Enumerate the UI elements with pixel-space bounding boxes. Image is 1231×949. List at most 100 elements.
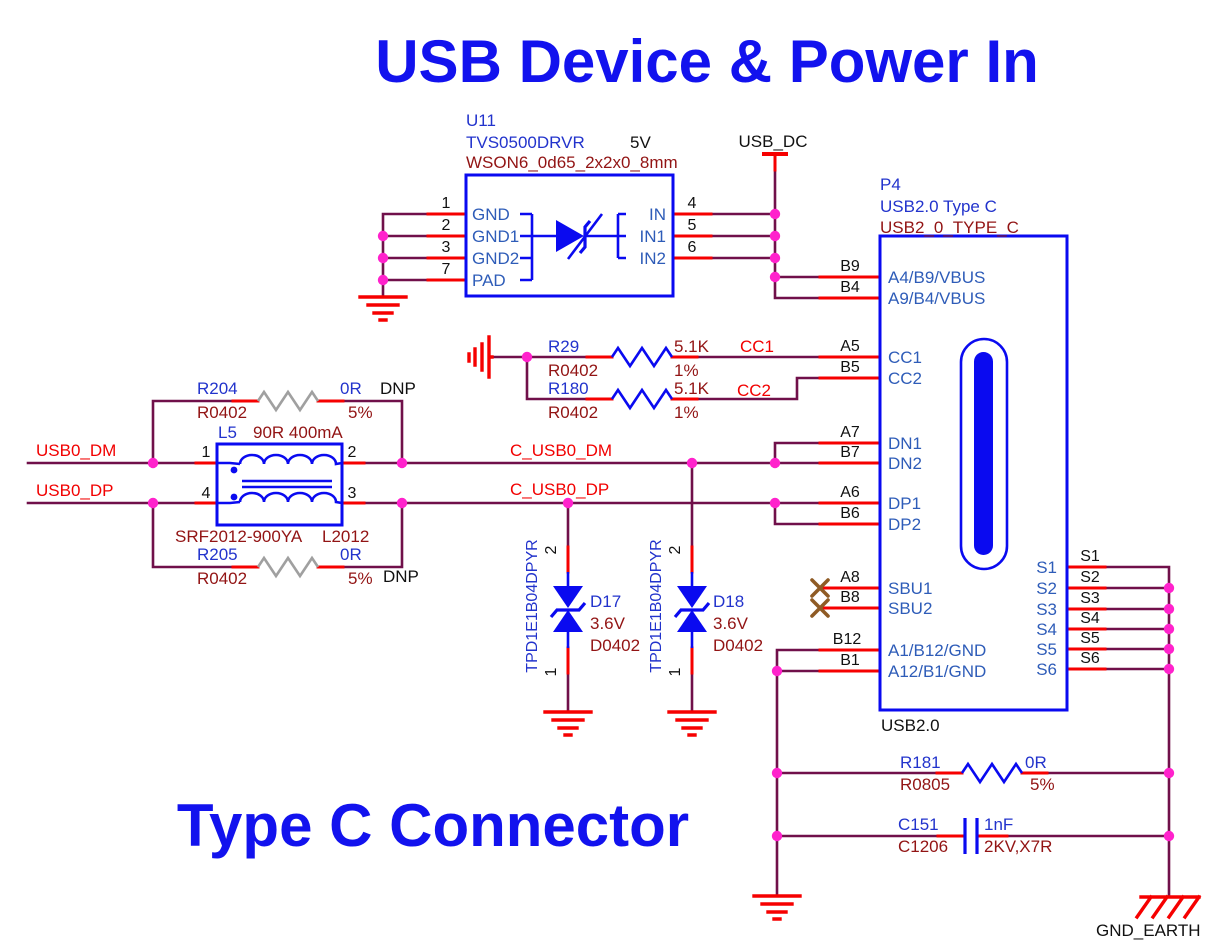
r180-resistor-icon	[610, 387, 674, 411]
p4-body[interactable]	[878, 234, 1069, 712]
net-label-c-usb0-dm[interactable]: C_USB0_DM	[510, 441, 612, 460]
net-label-usb-dc[interactable]: USB_DC	[739, 132, 808, 151]
net-label-c-usb0-dp[interactable]: C_USB0_DP	[510, 480, 609, 499]
r29-resistor-icon	[610, 345, 674, 369]
r205-component[interactable]	[256, 555, 320, 579]
wires	[26, 168, 1171, 899]
p4-pin-b12-number: B12	[833, 631, 862, 648]
p4-pin-b6-number: B6	[840, 505, 860, 522]
d17-pin2-number: 2	[543, 545, 560, 554]
p4-pin-a7-number: A7	[840, 424, 860, 441]
p4-pin-s4-number: S4	[1080, 610, 1100, 627]
u11-pin2-number: 2	[442, 217, 451, 234]
no-connect-x-a8	[810, 578, 830, 598]
r180-component[interactable]	[610, 387, 674, 411]
p4-pin-s6-name: S6	[1036, 660, 1057, 679]
r204-dnp-flag: DNP	[380, 379, 416, 398]
p4-pin-b7-number: B7	[840, 444, 860, 461]
u11-tvs-diode-icon	[520, 212, 626, 282]
r29-value: 5.1K	[674, 337, 710, 356]
d17-part: TPD1E1B04DPYR	[524, 539, 541, 672]
pin-stubs	[194, 152, 1107, 838]
d18-pin1-number: 1	[667, 667, 684, 676]
earth-ground-icon	[1134, 894, 1202, 920]
u11-pin-gnd-name: GND	[472, 205, 510, 224]
ground-icon-r29	[467, 335, 494, 379]
p4-pin-b5-number: B5	[840, 359, 860, 376]
r29-component[interactable]	[610, 345, 674, 369]
r204-component[interactable]	[256, 389, 320, 413]
r204-refdes: R204	[197, 379, 238, 398]
p4-pin-cc2-name: CC2	[888, 369, 922, 388]
c151-rating: 2KV,X7R	[984, 837, 1052, 856]
p4-pin-cc1-name: CC1	[888, 348, 922, 367]
d17-refdes: D17	[590, 592, 621, 611]
p4-pin-dn1-name: DN1	[888, 434, 922, 453]
r181-value: 0R	[1025, 753, 1047, 772]
c151-value: 1nF	[984, 815, 1013, 834]
net-label-cc1[interactable]: CC1	[740, 337, 774, 356]
net-label-usb0-dm[interactable]: USB0_DM	[36, 441, 116, 460]
p4-pin-dn2-name: DN2	[888, 454, 922, 473]
p4-pin-a8-number: A8	[840, 569, 860, 586]
l5-value: 90R 400mA	[253, 423, 343, 442]
d18-footprint: D0402	[713, 636, 763, 655]
u11-body[interactable]	[464, 173, 675, 298]
ground-symbols	[358, 295, 1202, 921]
r180-footprint: R0402	[548, 403, 598, 422]
c151-refdes: C151	[898, 815, 939, 834]
r204-value: 0R	[340, 379, 362, 398]
u11-pin4-number: 4	[688, 195, 697, 212]
r204-resistor-icon	[256, 389, 320, 413]
c151-component[interactable]	[963, 818, 979, 854]
u11-pin-in1-name: IN1	[640, 227, 666, 246]
r181-component[interactable]	[960, 761, 1024, 785]
p4-pin-b4-number: B4	[840, 279, 860, 296]
p4-pin-gnd1-name: A1/B12/GND	[888, 641, 986, 660]
l5-pin4-number: 4	[202, 485, 211, 502]
c151-footprint: C1206	[898, 837, 948, 856]
d18-part: TPD1E1B04DPYR	[648, 539, 665, 672]
usb-c-plug-icon	[959, 337, 1009, 571]
ground-icon-u11	[358, 295, 408, 322]
r204-footprint: R0402	[197, 403, 247, 422]
u11-value: 5V	[630, 133, 651, 152]
d17-value: 3.6V	[590, 614, 626, 633]
d17-pin1-number: 1	[543, 667, 560, 676]
p4-description: USB2.0 Type C	[880, 197, 997, 216]
p4-component[interactable]	[810, 234, 1069, 712]
l5-pin2-number: 2	[348, 444, 357, 461]
r181-footprint: R0805	[900, 775, 950, 794]
u11-pin1-number: 1	[442, 195, 451, 212]
net-label-gnd-earth[interactable]: GND_EARTH	[1096, 921, 1201, 940]
l5-body[interactable]	[215, 442, 344, 527]
net-label-usb0-dp[interactable]: USB0_DP	[36, 481, 113, 500]
p4-pin-s2-name: S2	[1036, 579, 1057, 598]
p4-pin-s3-name: S3	[1036, 600, 1057, 619]
p4-pin-b8-number: B8	[840, 589, 860, 606]
d17-component[interactable]	[549, 572, 587, 648]
u11-component[interactable]	[464, 173, 675, 298]
net-label-cc2[interactable]: CC2	[737, 381, 771, 400]
r181-resistor-icon	[960, 761, 1024, 785]
r205-resistor-icon	[256, 555, 320, 579]
sheet-title-top: USB Device & Power In	[375, 28, 1039, 95]
r180-tolerance: 1%	[674, 403, 699, 422]
u11-pin7-number: 7	[442, 261, 451, 278]
u11-pin3-number: 3	[442, 239, 451, 256]
u11-pin-pad-name: PAD	[472, 271, 506, 290]
u11-part: TVS0500DRVR	[466, 133, 585, 152]
l5-component[interactable]	[215, 442, 344, 527]
p4-pin-s5-number: S5	[1080, 630, 1100, 647]
d17-footprint: D0402	[590, 636, 640, 655]
d18-component[interactable]	[673, 572, 711, 648]
p4-pin-s5-name: S5	[1036, 640, 1057, 659]
p4-pin-dp2-name: DP2	[888, 515, 921, 534]
p4-pin-gnd2-name: A12/B1/GND	[888, 662, 986, 681]
l5-pin1-number: 1	[202, 444, 211, 461]
r205-footprint: R0402	[197, 569, 247, 588]
sheet-title-bottom: Type C Connector	[177, 792, 689, 859]
ground-icon-d18	[667, 710, 717, 737]
u11-pin6-number: 6	[688, 239, 697, 256]
